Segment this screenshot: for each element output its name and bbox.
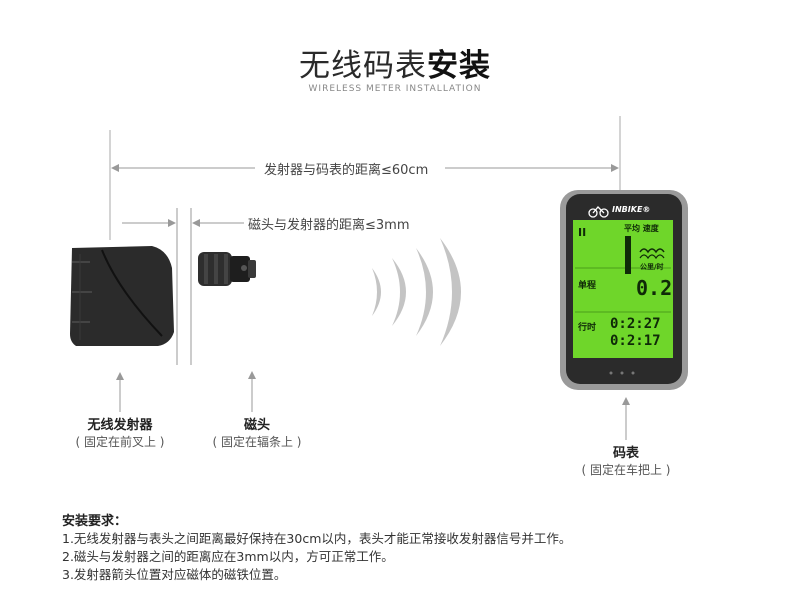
distance-label-60cm: 发射器与码表的距离≤60cm xyxy=(262,159,431,178)
lcd-mode: II xyxy=(578,226,587,239)
transmitter-name: 无线发射器 xyxy=(87,418,153,433)
signal-waves-icon xyxy=(372,238,461,346)
magnet-caption: 磁头 ( 固定在辐条上 ) xyxy=(197,414,317,450)
lcd-trip-label: 单程 xyxy=(578,281,597,291)
meter-location: ( 固定在车把上 ) xyxy=(581,463,671,477)
lcd-time-value: 0:2:27 xyxy=(610,316,661,332)
title-light: 无线码表 xyxy=(299,48,427,84)
title-bold: 安装 xyxy=(427,48,491,84)
lcd-unit: 公里/时 xyxy=(640,263,664,271)
requirement-item-2: 2.磁头与发射器之间的距离应在3mm以内，方可正常工作。 xyxy=(62,549,394,564)
meter-name: 码表 xyxy=(612,446,639,461)
transmitter-location: ( 固定在前叉上 ) xyxy=(75,435,165,449)
requirements-title: 安装要求： xyxy=(62,514,128,529)
lcd-speed-label: 平均 速度 xyxy=(624,224,659,233)
bike-computer-icon xyxy=(560,190,688,390)
lcd-time-value-2: 0:2:17 xyxy=(610,333,661,349)
magnet-location: ( 固定在辐条上 ) xyxy=(212,435,302,449)
requirement-item-3: 3.发射器箭头位置对应磁体的磁铁位置。 xyxy=(62,567,287,582)
page-subtitle: WIRELESS METER INSTALLATION xyxy=(308,84,482,94)
distance-label-3mm: 磁头与发射器的距离≤3mm xyxy=(246,214,412,233)
magnet-icon xyxy=(198,252,256,286)
brand-logo: INBIKE® xyxy=(612,205,651,214)
page-title: 无线码表安装 xyxy=(0,40,790,85)
lcd-time-label: 行时 xyxy=(578,323,597,333)
transmitter-caption: 无线发射器 ( 固定在前叉上 ) xyxy=(60,414,180,450)
requirement-item-1: 1.无线发射器与表头之间距离最好保持在30cm以内，表头才能正常接收发射器信号并… xyxy=(62,531,572,546)
magnet-name: 磁头 xyxy=(243,418,270,433)
lcd-trip-value: 0.2 xyxy=(636,276,673,300)
meter-caption: 码表 ( 固定在车把上 ) xyxy=(566,442,686,478)
transmitter-icon xyxy=(70,246,174,346)
